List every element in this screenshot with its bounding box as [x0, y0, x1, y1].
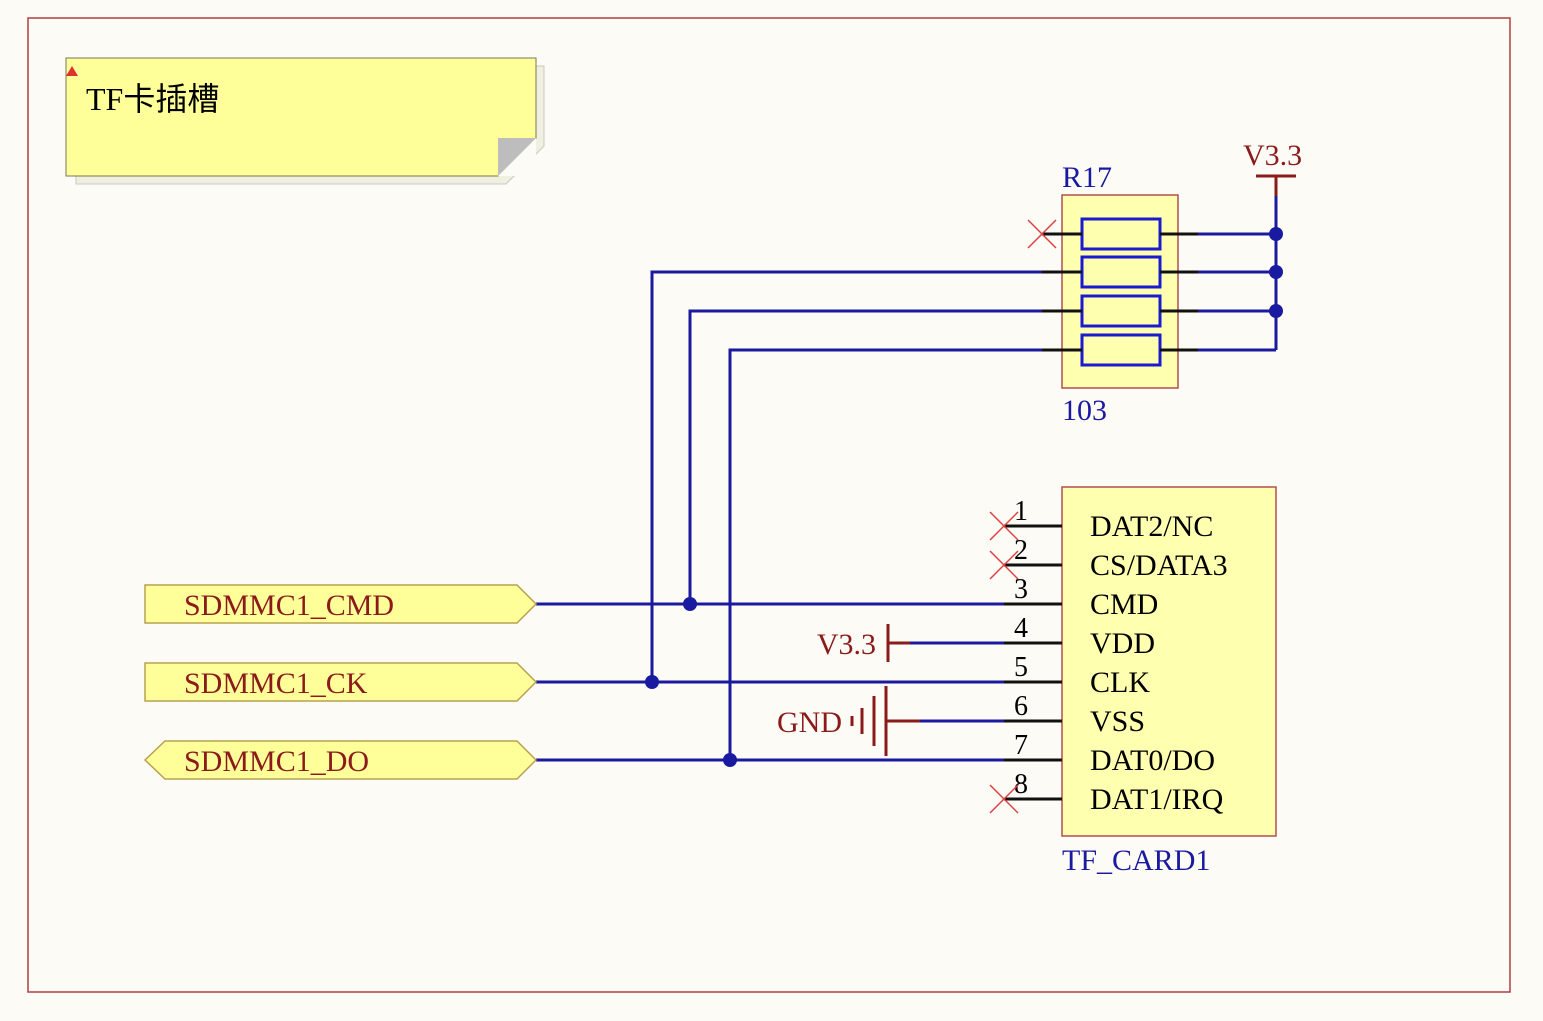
- tf-card-connector[interactable]: TF_CARD1 1 DAT2/NC 2 CS/DATA3 3 CMD 4 VDD 5 CLK 6 V…: [989, 486, 1277, 877]
- no-connect-icon: [989, 784, 1019, 814]
- junction-dot: [1269, 265, 1283, 279]
- note-collapse-icon[interactable]: [66, 66, 78, 76]
- resistor-network-r17[interactable]: R17 103: [1027, 161, 1198, 427]
- pin-number: 7: [1014, 730, 1028, 761]
- pin-name: DAT2/NC: [1090, 510, 1213, 543]
- pin-name: CMD: [1090, 588, 1158, 621]
- resistor-value: 103: [1062, 394, 1107, 427]
- ground-label: GND: [777, 706, 842, 739]
- pin-number: 1: [1014, 496, 1028, 527]
- pin-number: 3: [1014, 574, 1028, 605]
- junctions: [645, 227, 1283, 767]
- connector-pin[interactable]: 1 DAT2/NC: [989, 496, 1213, 543]
- ground-port[interactable]: GND: [777, 686, 920, 756]
- wires-pullup-signals: [650, 270, 1042, 760]
- connector-body: [1061, 486, 1277, 837]
- connector-pin[interactable]: 7 DAT0/DO: [1004, 730, 1215, 777]
- note-text: TF卡插槽: [86, 81, 219, 117]
- pin-name: CS/DATA3: [1090, 549, 1228, 582]
- pin-name: DAT1/IRQ: [1090, 783, 1224, 816]
- wires-pullup-bus: [1198, 196, 1278, 352]
- port-label: SDMMC1_CMD: [184, 589, 394, 622]
- net-port[interactable]: SDMMC1_CK: [144, 662, 538, 702]
- connector-pin[interactable]: 4 VDD: [1004, 613, 1155, 660]
- pin-number: 6: [1014, 691, 1028, 722]
- no-connect-icon: [989, 550, 1019, 580]
- pin-number: 4: [1014, 613, 1028, 644]
- connector-pin[interactable]: 8 DAT1/IRQ: [989, 769, 1224, 816]
- pin-number: 2: [1014, 535, 1028, 566]
- no-connect-icon: [989, 511, 1019, 541]
- connector-pins: 1 DAT2/NC 2 CS/DATA3 3 CMD 4 VDD 5 CLK 6 VSS 7 DAT0/D…: [989, 496, 1228, 816]
- pin-name: DAT0/DO: [1090, 744, 1215, 777]
- pin-name: CLK: [1090, 666, 1150, 699]
- pin-name: VSS: [1090, 705, 1145, 738]
- resistor-designator: R17: [1062, 161, 1112, 194]
- pin-number: 8: [1014, 769, 1028, 800]
- wires-signals: [536, 602, 1010, 762]
- connector-pin[interactable]: 2 CS/DATA3: [989, 535, 1228, 582]
- connector-designator: TF_CARD1: [1062, 844, 1210, 877]
- junction-dot: [1269, 227, 1283, 241]
- connector-pin[interactable]: 5 CLK: [1004, 652, 1150, 699]
- port-label: SDMMC1_DO: [184, 745, 369, 778]
- pin-name: VDD: [1090, 627, 1155, 660]
- net-ports: SDMMC1_CMD SDMMC1_CK SDMMC1_DO: [143, 584, 538, 780]
- note-box[interactable]: TF卡插槽: [65, 57, 545, 185]
- port-shape: [144, 662, 538, 702]
- power-port-v33-vdd[interactable]: V3.3: [817, 624, 910, 662]
- connector-pin[interactable]: 3 CMD: [1004, 574, 1158, 621]
- port-label: SDMMC1_CK: [184, 667, 368, 700]
- power-label: V3.3: [817, 628, 876, 661]
- junction-dot: [1269, 304, 1283, 318]
- net-port[interactable]: SDMMC1_DO: [143, 740, 538, 780]
- power-port-v33-top[interactable]: V3.3: [1243, 139, 1302, 196]
- junction-dot: [723, 753, 737, 767]
- port-shape: [144, 584, 538, 624]
- port-shape: [143, 740, 538, 780]
- junction-dot: [683, 597, 697, 611]
- pin-number: 5: [1014, 652, 1028, 683]
- no-connect-icon: [1027, 219, 1057, 249]
- junction-dot: [645, 675, 659, 689]
- net-port[interactable]: SDMMC1_CMD: [144, 584, 538, 624]
- power-label: V3.3: [1243, 139, 1302, 172]
- connector-pin[interactable]: 6 VSS: [1004, 691, 1145, 738]
- sheet-border: [27, 17, 1511, 993]
